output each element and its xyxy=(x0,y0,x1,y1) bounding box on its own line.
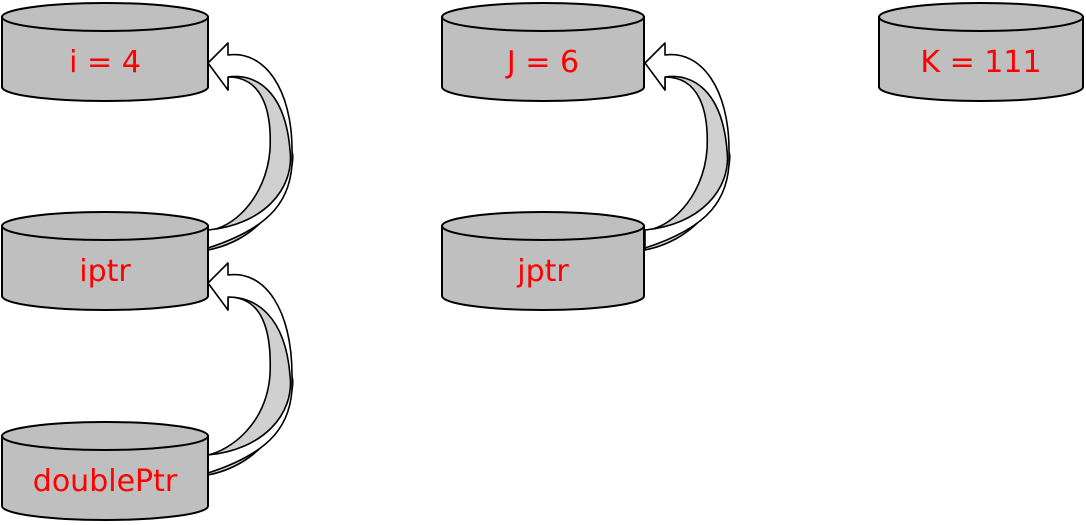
cylinder-jptr: jptr xyxy=(441,211,645,311)
cylinder-iptr: iptr xyxy=(1,211,209,311)
arrow-iptr-to-i xyxy=(207,42,294,251)
cylinder-i: i = 4 xyxy=(0,2,209,102)
label-k: K = 111 xyxy=(920,45,1041,80)
cylinder-j: J = 6 xyxy=(441,2,645,102)
label-iptr: iptr xyxy=(79,254,131,289)
label-i: i = 4 xyxy=(69,45,141,80)
arrow-doubleptr-to-iptr xyxy=(207,262,294,476)
label-jptr: jptr xyxy=(516,254,569,289)
label-j: J = 6 xyxy=(505,45,579,80)
arrow-jptr-to-j xyxy=(644,42,731,251)
cylinder-doubleptr: doublePtr xyxy=(1,421,209,521)
label-doubleptr: doublePtr xyxy=(33,464,178,499)
cylinder-k: K = 111 xyxy=(878,2,1084,102)
